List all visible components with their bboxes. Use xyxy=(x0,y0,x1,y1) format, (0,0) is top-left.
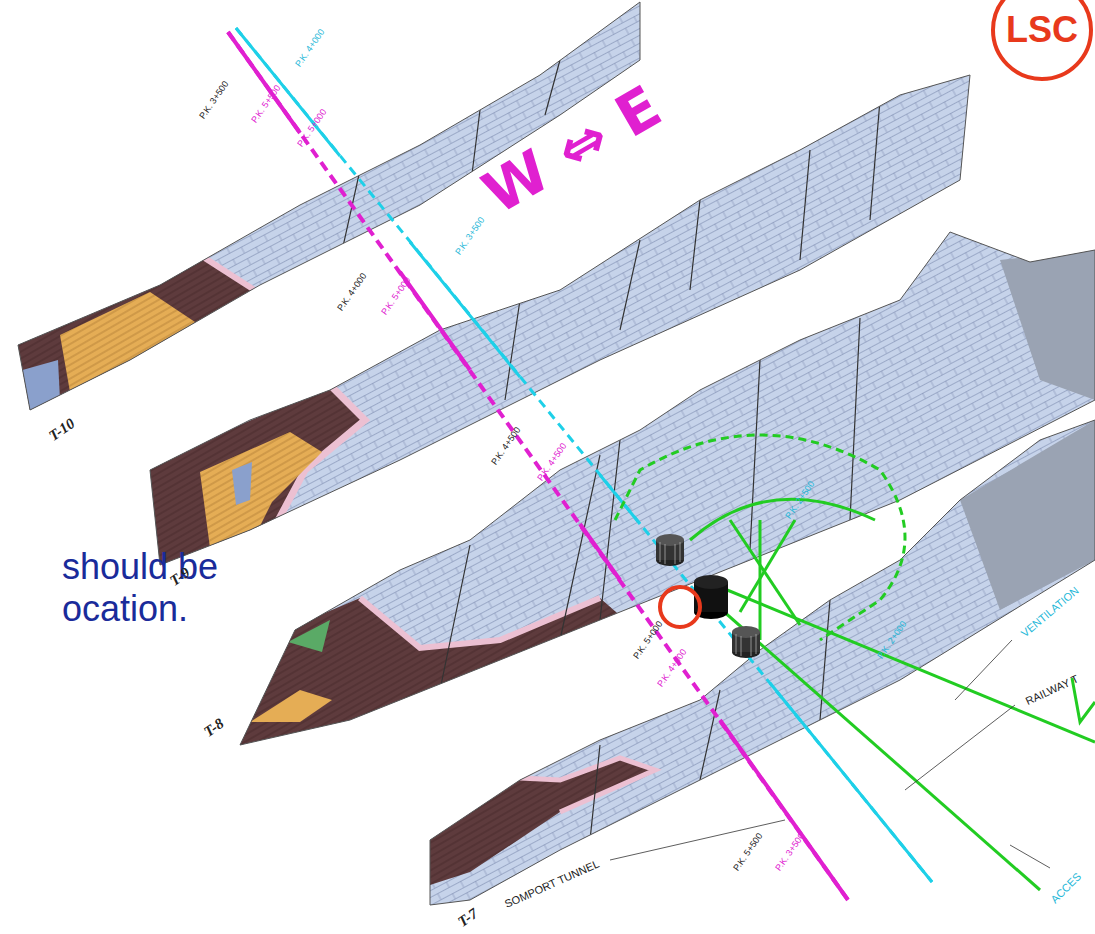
lsc-circle: LSC xyxy=(990,0,1094,82)
tunnel-name: VENTILATION xyxy=(1019,584,1082,640)
chainage-label: P.K. 4+000 xyxy=(335,271,368,313)
chainage-label: P.K. 2+000 xyxy=(875,619,908,661)
chainage-label: P.K. 3+500 xyxy=(773,831,806,873)
chainage-label: P.K. 5+500 xyxy=(731,831,764,873)
chainage-label: P.K. 3+500 xyxy=(453,215,486,257)
chainage-label: P.K. 5+500 xyxy=(249,83,282,125)
section-id: T-10 xyxy=(46,415,79,445)
chainage-label: P.K. 5+000 xyxy=(631,619,664,661)
chainage-label: P.K. 2+500 xyxy=(783,479,816,521)
direction-label: W ⇔ E xyxy=(472,73,672,227)
chainage-label: P.K. 4+500 xyxy=(535,441,568,483)
tunnel-name: ACCES xyxy=(1048,870,1084,906)
slide-text: should be ocation. xyxy=(62,546,267,630)
chainage-label: P.K. 5+000 xyxy=(295,107,328,149)
chainage-label: P.K. 4+000 xyxy=(655,647,688,689)
node-label: LSC xyxy=(1006,9,1078,51)
section-id: T-7 xyxy=(455,905,482,931)
chainage-label: P.K. 4+000 xyxy=(293,27,326,69)
chainage-label: P.K. 4+500 xyxy=(489,425,522,467)
chainage-label: P.K. 5+000 xyxy=(379,275,412,317)
tunnel-name: SOMPORT TUNNEL xyxy=(503,857,601,910)
tunnel-name: RAILWAY T xyxy=(1024,672,1081,707)
chainage-label: P.K. 3+500 xyxy=(197,79,230,121)
section-id: T-8 xyxy=(201,715,228,741)
